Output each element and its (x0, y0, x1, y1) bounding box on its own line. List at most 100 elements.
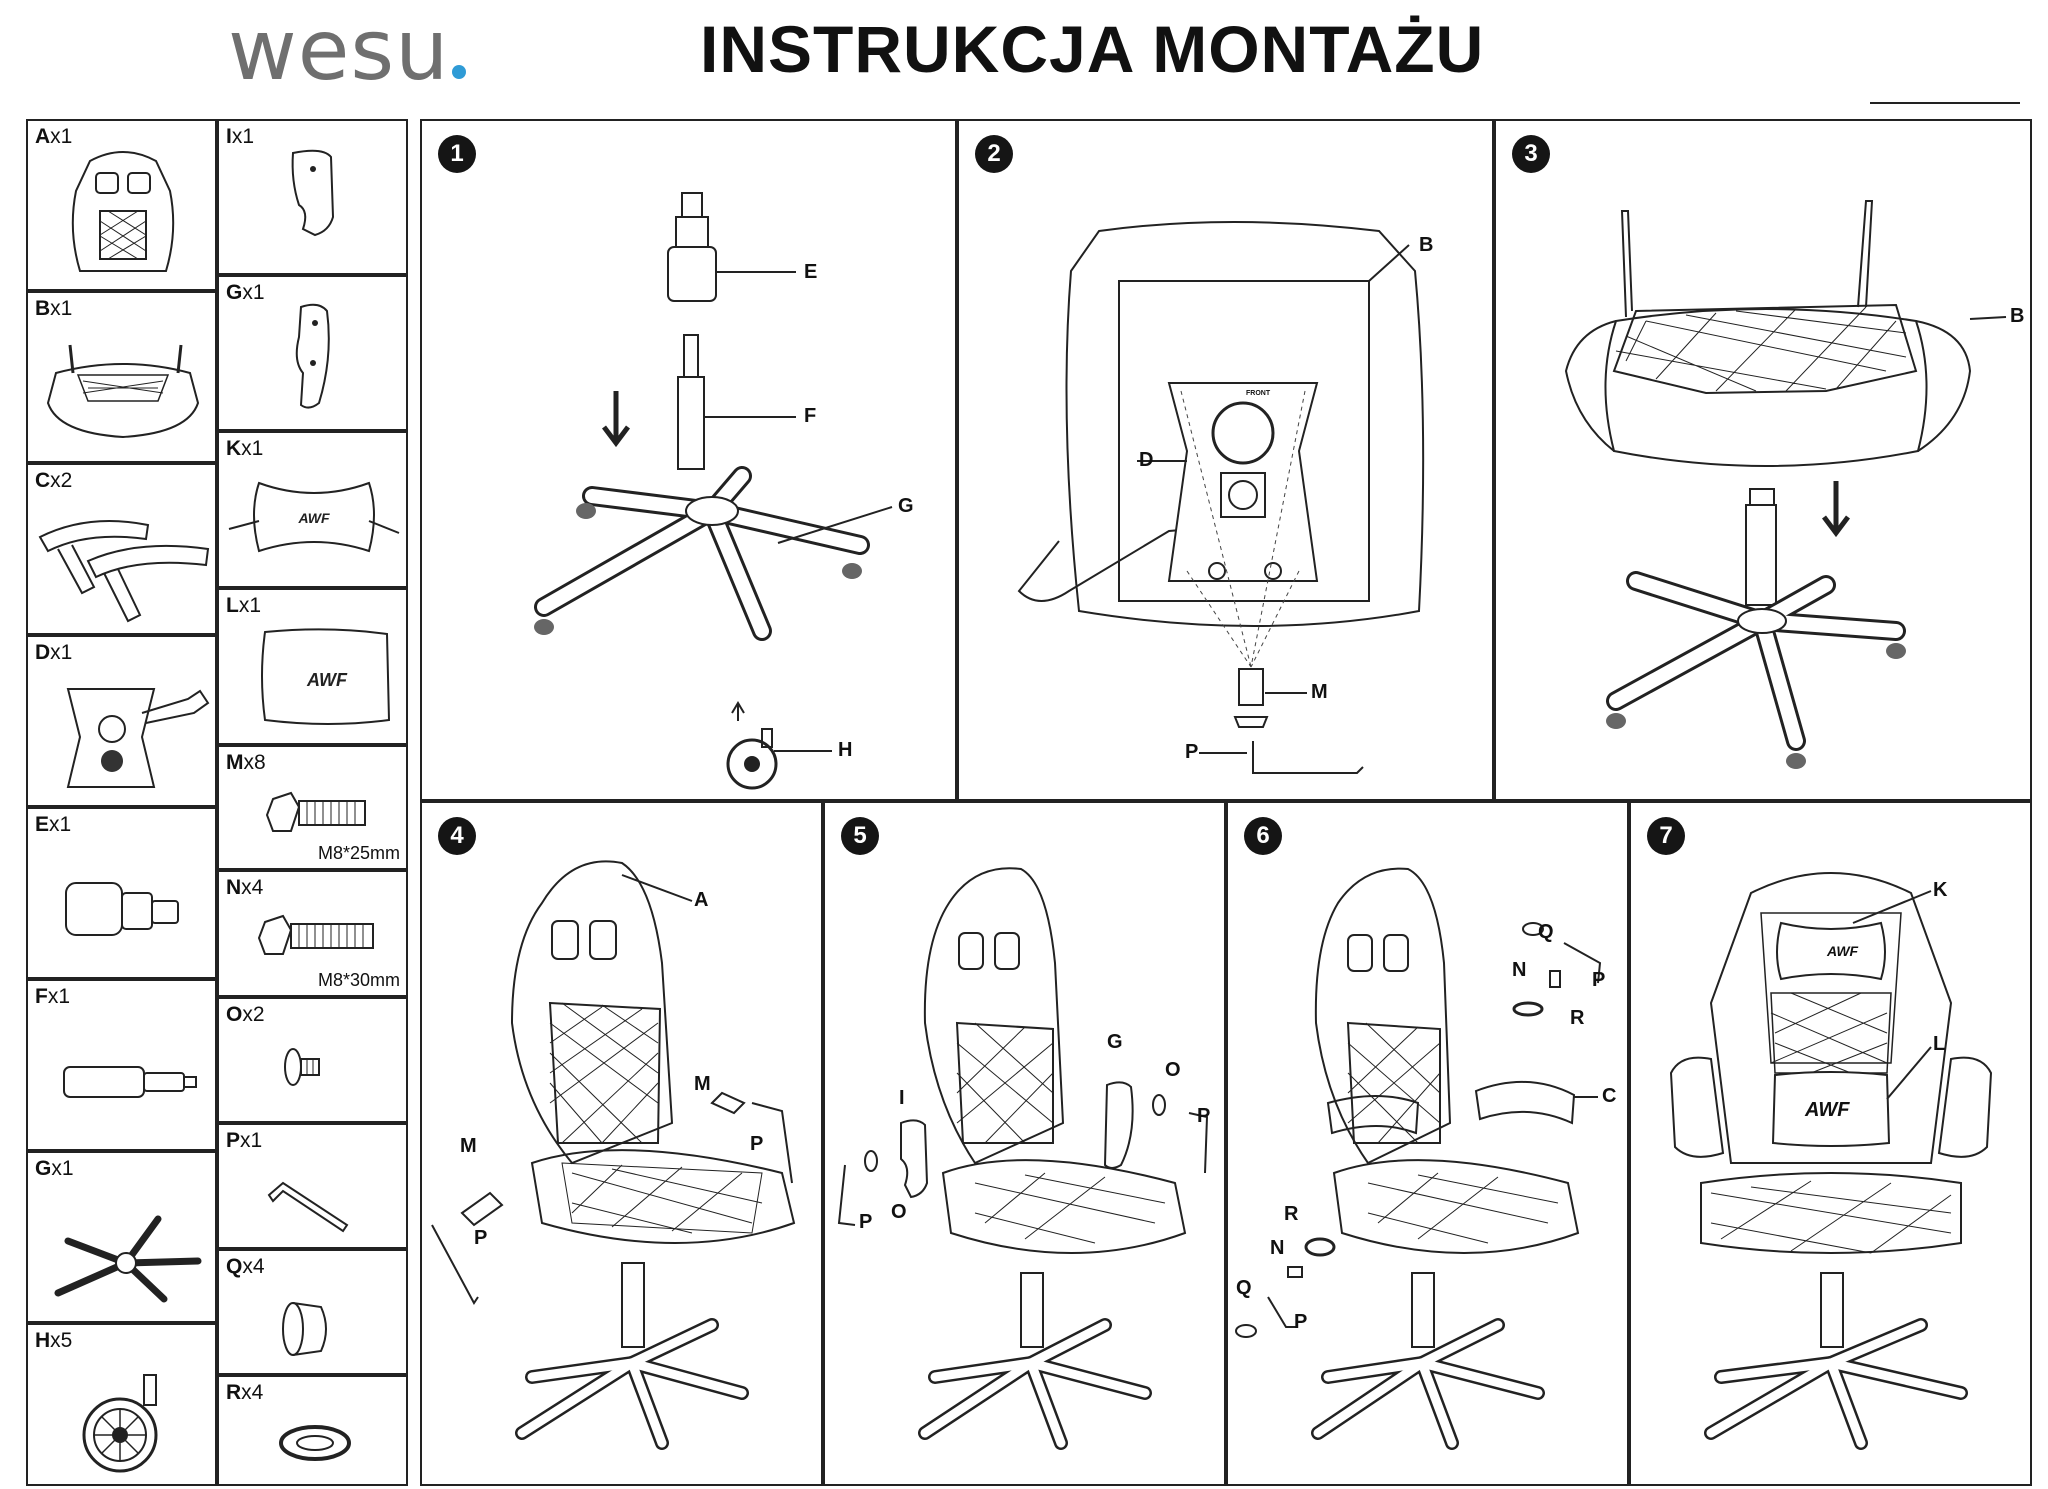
callout-label: M (460, 1135, 477, 1157)
base-icon (54, 1215, 202, 1303)
callout-label: R (1284, 1203, 1299, 1225)
lumbar-pillow-icon: AWF (261, 628, 391, 725)
washer-icon (279, 1425, 351, 1461)
part-p: Px1 (217, 1123, 408, 1249)
part-qty: x1 (50, 125, 73, 148)
part-letter: R (226, 1381, 242, 1404)
step-6: 6 Q N (1226, 801, 1629, 1486)
part-letter: C (35, 469, 51, 492)
callout-label: P (1185, 741, 1199, 763)
bolt-size: M8*25mm (317, 843, 400, 863)
part-f: Fx1 (26, 979, 217, 1151)
step-1: 1 E F G (420, 119, 957, 801)
part-qty: x1 (231, 125, 255, 148)
callout-label: B (1419, 234, 1434, 256)
part-qty: x4 (242, 1255, 265, 1278)
part-g-cover: Gx1 (217, 275, 408, 431)
part-qty: x8 (243, 751, 266, 774)
part-qty: x1 (47, 985, 71, 1008)
step-number: 4 (438, 817, 476, 855)
screw-icon (284, 1048, 320, 1086)
callout-label: I (899, 1087, 905, 1109)
part-qty: x1 (240, 1129, 263, 1152)
callout-label: C (1602, 1085, 1617, 1107)
gas-lift-icon (63, 1066, 197, 1098)
part-c: Cx2 (26, 463, 217, 635)
armrest-icon (38, 520, 210, 623)
pillow-brand-text: AWF (297, 510, 330, 526)
callout-label: G (898, 495, 914, 517)
part-qty: x4 (241, 1381, 264, 1404)
part-letter: G (35, 1157, 52, 1180)
part-qty: x1 (49, 813, 72, 836)
part-qty: x2 (242, 1003, 265, 1026)
callout-label: D (1139, 449, 1154, 471)
callout-label: O (1165, 1059, 1181, 1081)
step-7-illustration (1669, 872, 1993, 1450)
callout-label: P (1197, 1105, 1211, 1127)
gas-lift-cover-icon (65, 882, 179, 936)
plate-label: FRONT (1246, 390, 1271, 397)
part-letter: G (226, 281, 243, 304)
part-g-base: Gx1 (26, 1151, 217, 1323)
step-3-illustration (1564, 200, 2007, 769)
part-qty: x5 (50, 1329, 73, 1352)
part-letter: E (35, 813, 50, 836)
step-5: 5 G O P I O P (823, 801, 1226, 1486)
part-letter: L (226, 594, 239, 617)
callout-label: O (891, 1201, 907, 1223)
bolt-size: M8*30mm (317, 970, 400, 990)
caster-icon (82, 1374, 158, 1473)
cap-icon (282, 1302, 327, 1356)
part-i: Ix1 (217, 119, 408, 275)
callout-label: B (2010, 305, 2025, 327)
step-2: 2 FRONT B D M P (957, 119, 1494, 801)
bolt-icon (257, 914, 374, 955)
part-q: Qx4 (217, 1249, 408, 1375)
part-r: Rx4 (217, 1375, 408, 1486)
side-cover-right-icon (295, 303, 330, 409)
page-title: INSTRUKCJA MONTAŻU (700, 12, 1485, 86)
allen-key-icon (267, 1181, 349, 1233)
part-letter: F (35, 985, 48, 1008)
pillow-brand-text: AWF (306, 670, 348, 690)
part-l: Lx1 AWF (217, 588, 408, 745)
part-qty: x1 (50, 641, 73, 664)
part-letter: I (226, 125, 232, 148)
part-letter: P (226, 1129, 241, 1152)
step-number: 7 (1647, 817, 1685, 855)
header-rule (1870, 102, 2020, 104)
part-letter: B (35, 297, 51, 320)
part-e: Ex1 (26, 807, 217, 979)
pillow-brand-text: AWF (1827, 943, 1859, 959)
part-letter: H (35, 1329, 51, 1352)
brand-logo: wesu (228, 8, 467, 92)
step-2-illustration (1017, 221, 1425, 774)
callout-label: P (859, 1211, 873, 1233)
callout-label: N (1270, 1237, 1285, 1259)
part-a: Ax1 (26, 119, 217, 291)
callout-label: P (474, 1227, 488, 1249)
seat-icon (46, 344, 200, 439)
callout-label: L (1933, 1033, 1946, 1055)
part-qty: x4 (241, 876, 264, 899)
callout-label: P (1294, 1311, 1308, 1333)
backrest-icon (71, 151, 175, 272)
callout-label: Q (1538, 921, 1554, 943)
part-k: Kx1 AWF (217, 431, 408, 588)
part-qty: x1 (238, 594, 262, 617)
callout-label: M (694, 1073, 711, 1095)
callout-label: K (1933, 879, 1948, 901)
tilt-mechanism-icon (66, 688, 210, 788)
step-4-illustration (431, 860, 796, 1450)
part-letter: D (35, 641, 51, 664)
callout-label: R (1570, 1007, 1585, 1029)
callout-label: P (750, 1133, 764, 1155)
part-o: Ox2 (217, 997, 408, 1123)
part-letter: O (226, 1003, 243, 1026)
step-number: 2 (975, 135, 1013, 173)
callout-label: G (1107, 1031, 1123, 1053)
step-5-illustration (837, 867, 1209, 1450)
part-qty: x2 (50, 469, 73, 492)
callout-label: Q (1236, 1277, 1252, 1299)
